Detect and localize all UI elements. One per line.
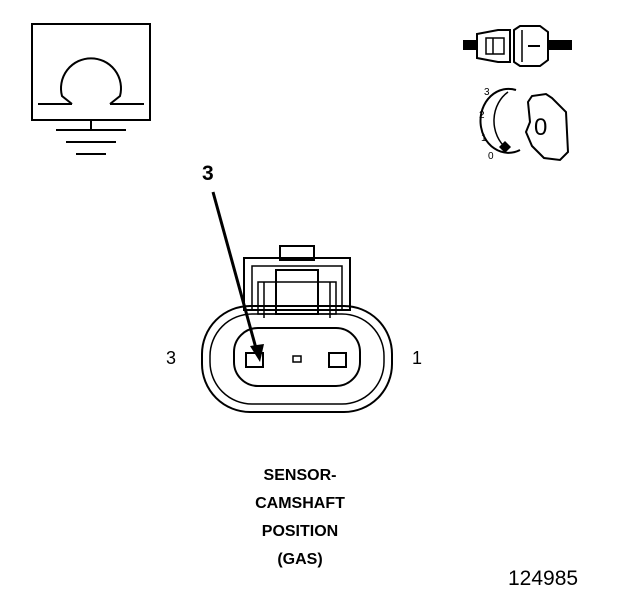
callout-label: 3 xyxy=(202,162,214,185)
caption-line-1: SENSOR- xyxy=(263,467,337,484)
connector-disconnect-icon xyxy=(463,25,572,67)
key-position-1: 1 xyxy=(481,133,487,144)
sensor-connector xyxy=(201,245,393,413)
caption-line-2: CAMSHAFT xyxy=(255,495,345,512)
pin-left-label: 3 xyxy=(166,348,177,368)
caption-line-3: POSITION xyxy=(261,523,339,540)
key-position-2: 2 xyxy=(479,110,485,121)
pin-1-cavity xyxy=(328,352,347,368)
pin-2-cavity xyxy=(292,355,302,363)
ignition-key-icon xyxy=(479,87,570,162)
figure-number: 124985 xyxy=(508,567,579,590)
key-position-0: 0 xyxy=(488,151,494,162)
caption-line-4: (GAS) xyxy=(277,551,323,568)
ground-symbol-icon xyxy=(31,23,151,155)
key-position-3: 3 xyxy=(484,87,490,98)
key-label: 0 xyxy=(534,114,548,141)
connector-caption: SENSOR- CAMSHAFT POSITION (GAS) xyxy=(230,462,370,574)
pin-3-cavity xyxy=(245,352,264,368)
pin-right-label: 1 xyxy=(412,348,423,368)
